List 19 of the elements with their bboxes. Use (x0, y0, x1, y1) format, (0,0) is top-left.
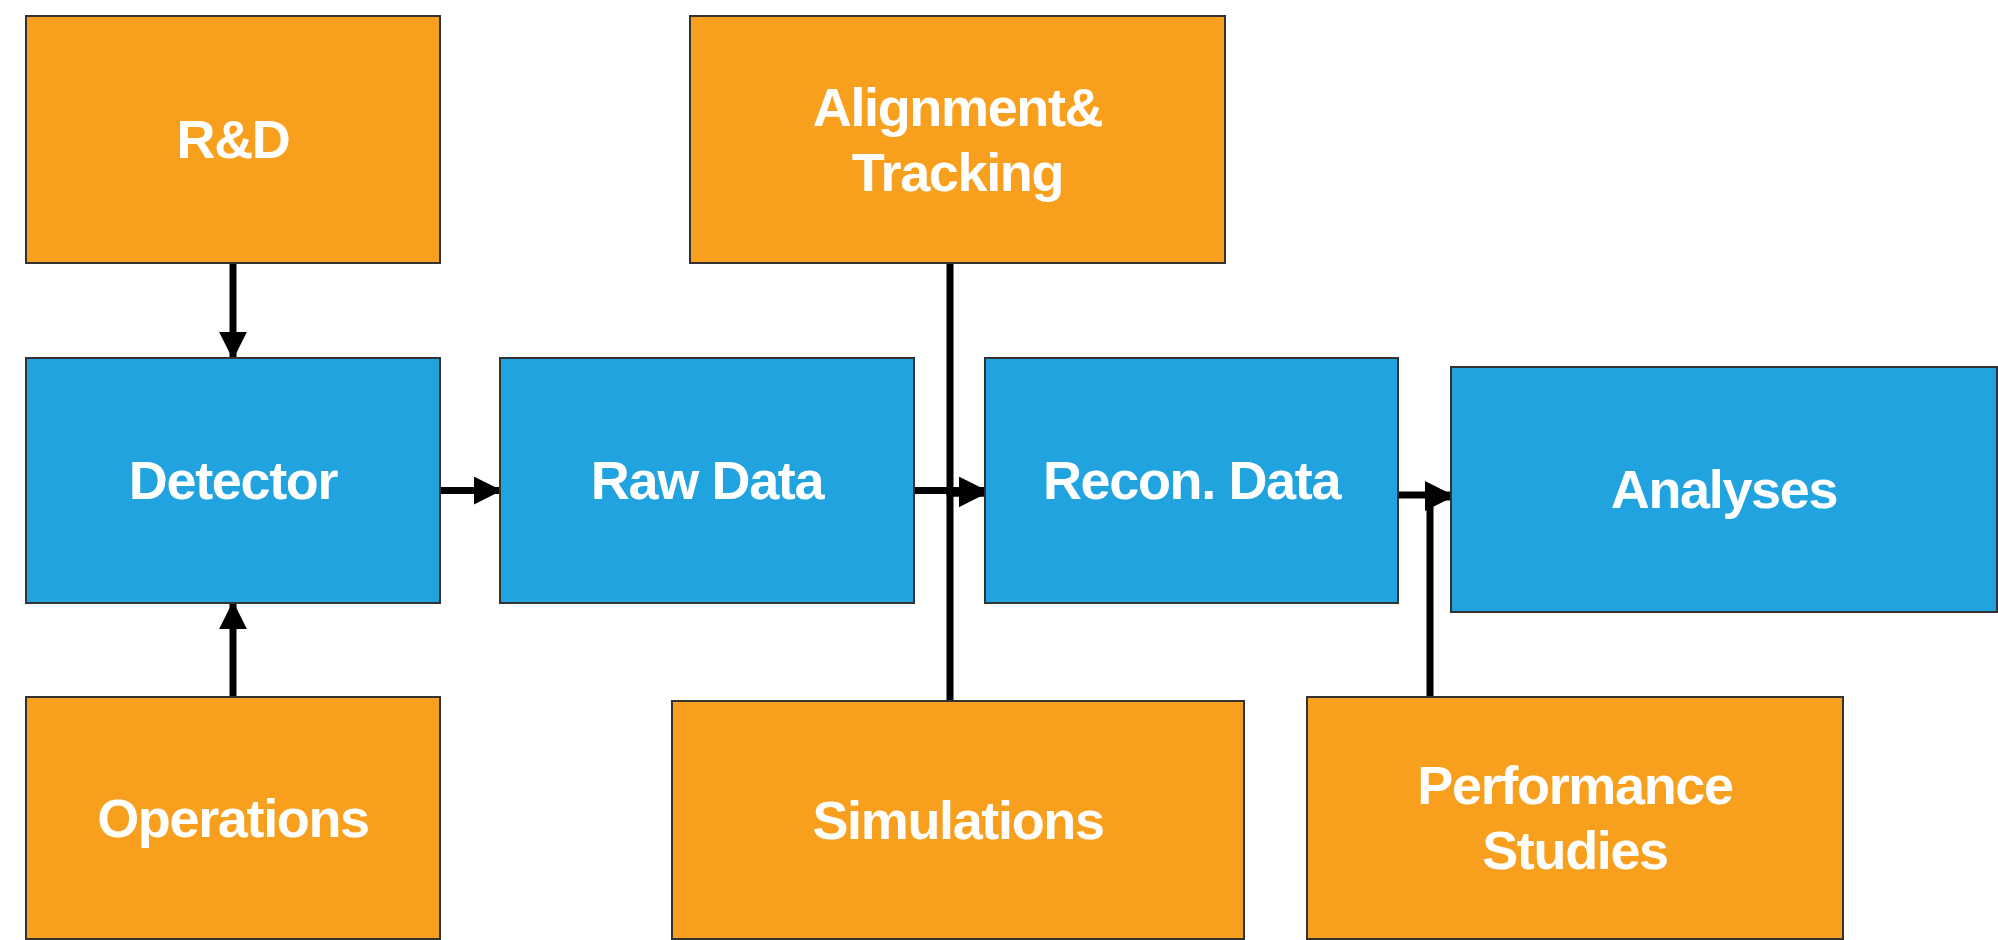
process-box (689, 15, 1226, 264)
process-box (984, 357, 1399, 604)
box-label: Alignment& Tracking (811, 75, 1104, 204)
box-label: Analyses (1610, 458, 1838, 522)
process-box (25, 696, 441, 940)
box-label: R&D (176, 108, 290, 172)
box-label: Raw Data (590, 449, 824, 513)
process-box (671, 700, 1245, 940)
box-label: Detector (128, 449, 338, 513)
arrow (219, 264, 247, 360)
process-box (499, 357, 915, 604)
process-box (25, 15, 441, 264)
process-box (1306, 696, 1844, 940)
process-box (25, 357, 441, 604)
box-label: Performance Studies (1416, 754, 1734, 882)
box-label: Operations (97, 786, 369, 850)
box-label: Simulations (812, 788, 1104, 852)
process-box (1450, 366, 1998, 613)
box-label: Recon. Data (1042, 449, 1341, 513)
